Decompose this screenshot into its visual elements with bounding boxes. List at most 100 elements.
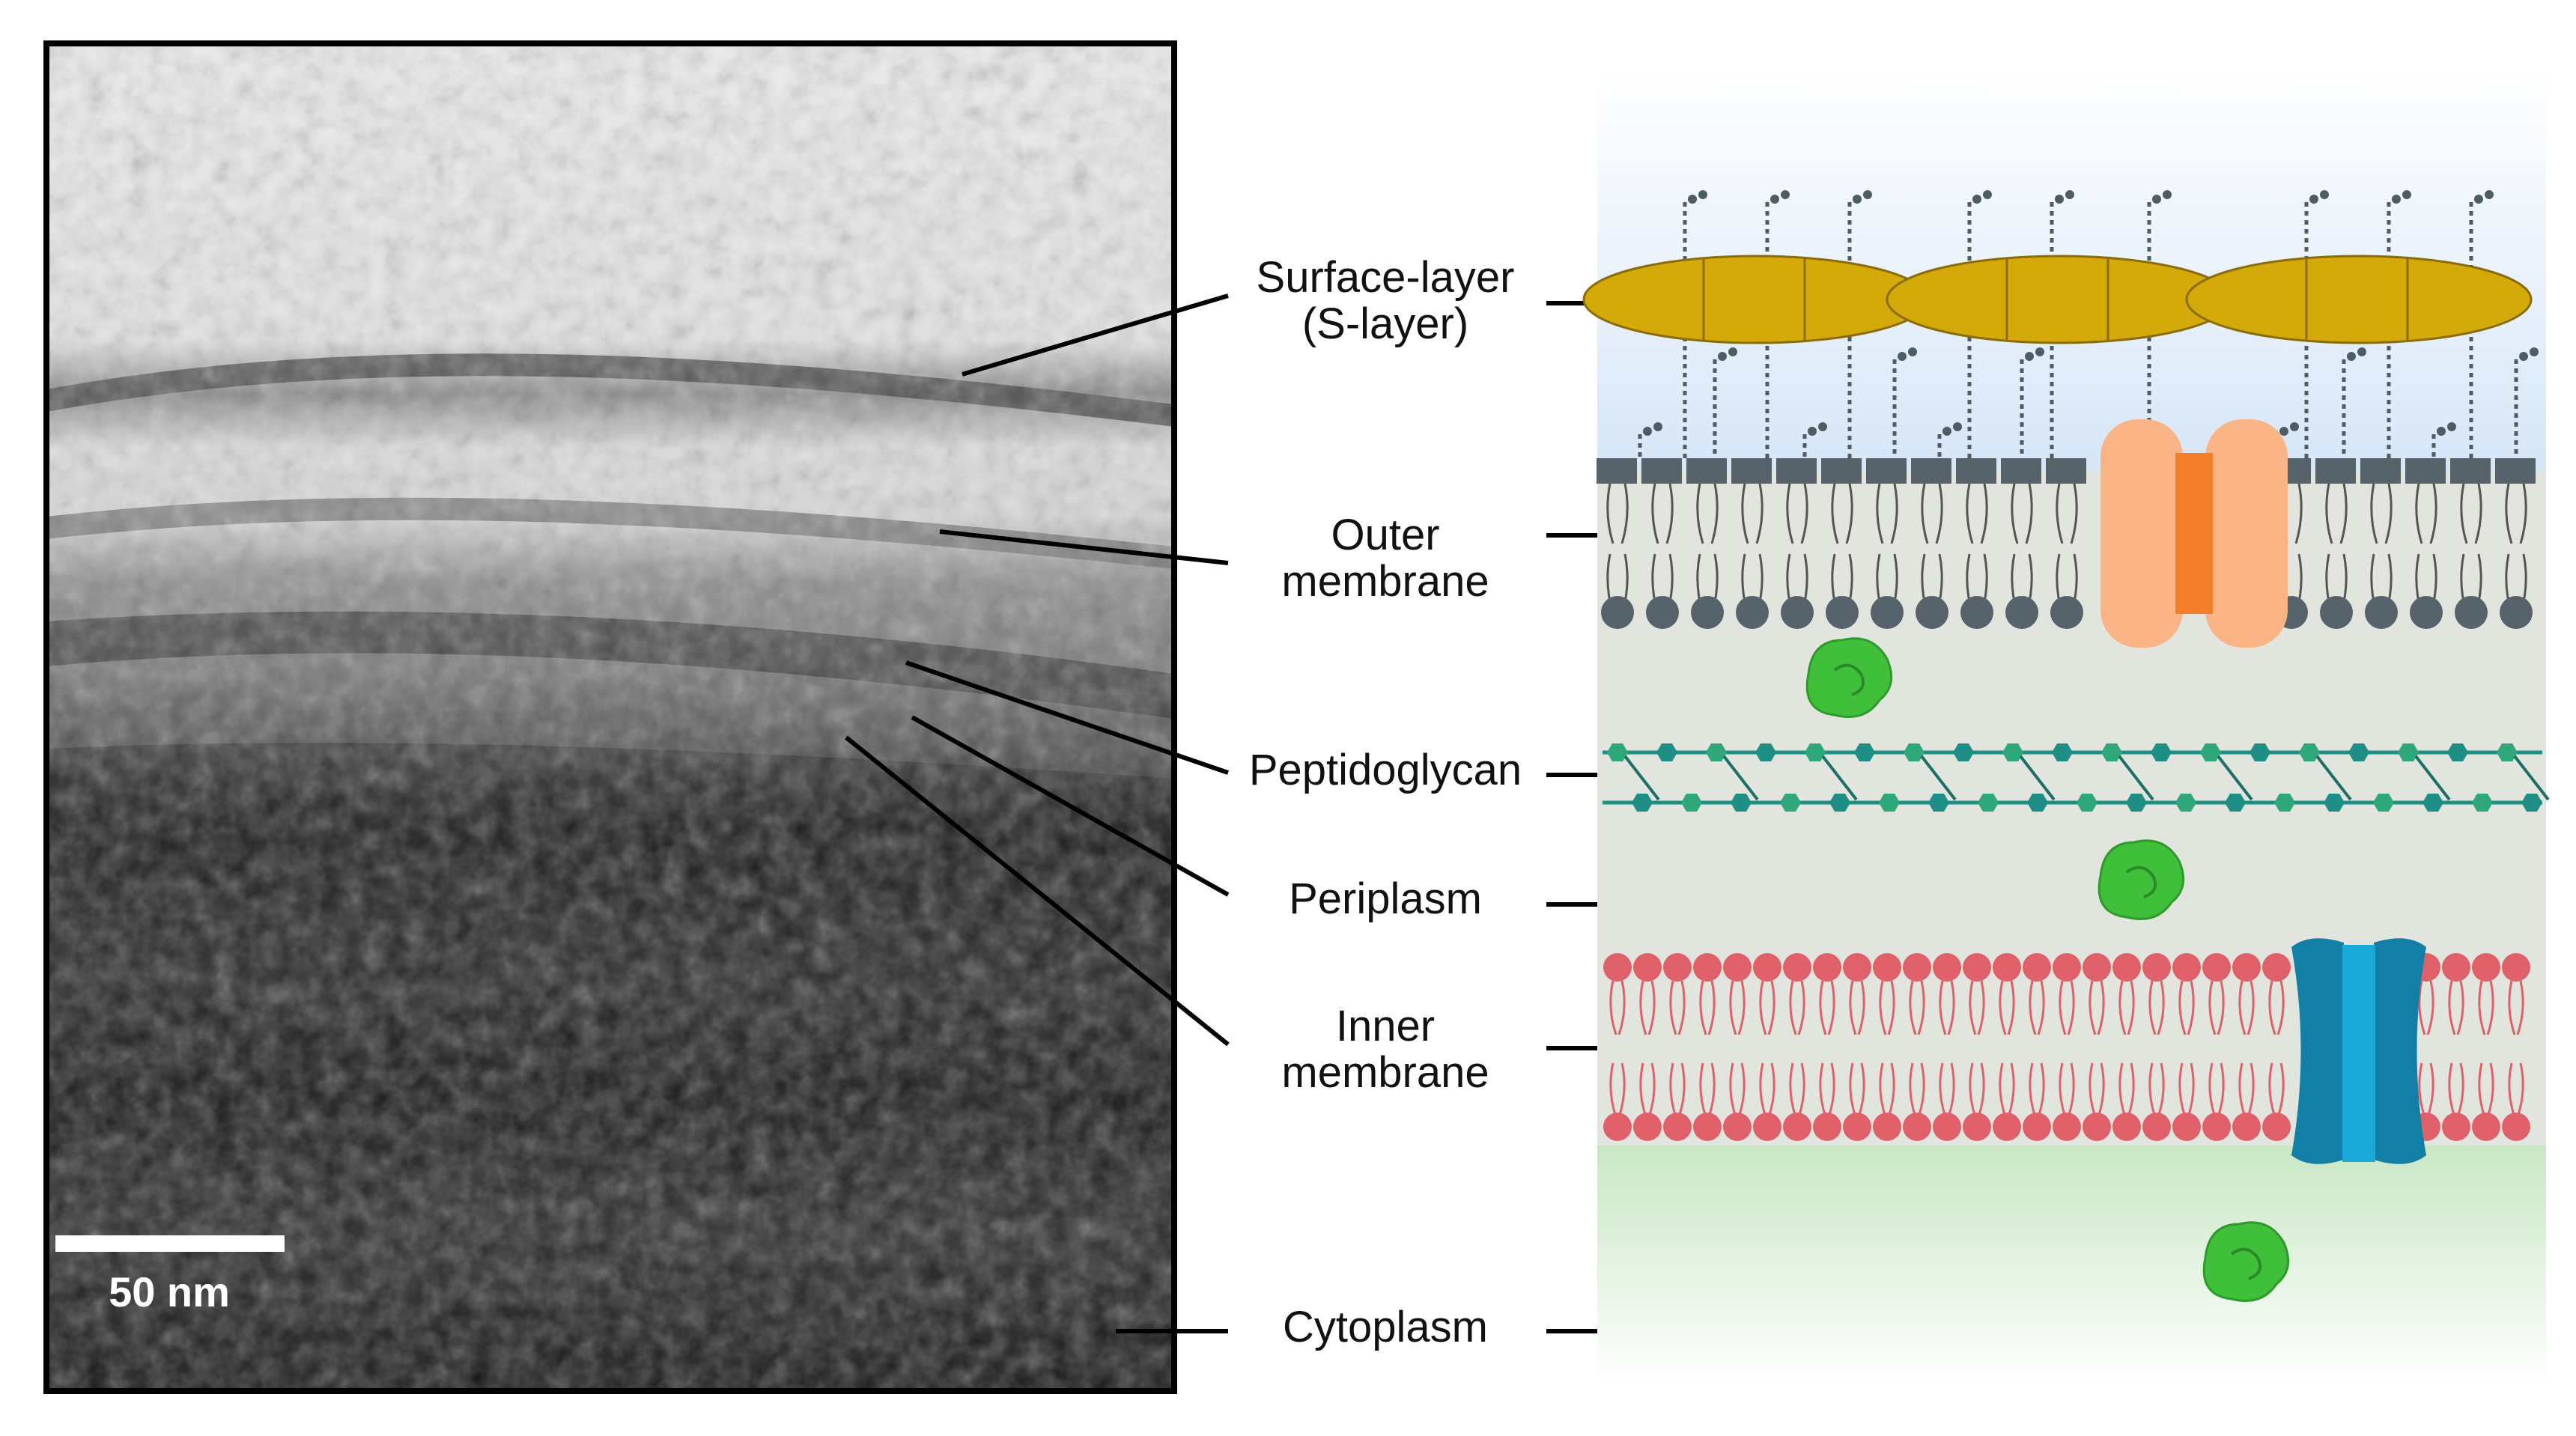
leader-outer-membrane-micrograph bbox=[939, 529, 1229, 565]
im-tail bbox=[2148, 980, 2165, 1035]
glycan-sugar bbox=[1731, 794, 1752, 812]
peptide-crosslink bbox=[1920, 755, 1957, 801]
glycan-sugar bbox=[1854, 743, 1875, 761]
im-tail bbox=[1939, 1062, 1955, 1118]
im-tail bbox=[2238, 980, 2255, 1035]
om-outer-headgroup bbox=[2001, 458, 2041, 484]
im-tail bbox=[2478, 1062, 2494, 1118]
glycan-sugar bbox=[2324, 794, 2345, 812]
im-inner-headgroup bbox=[2202, 1113, 2231, 1141]
im-inner-headgroup bbox=[2053, 1113, 2081, 1141]
im-inner-headgroup bbox=[1873, 1113, 1901, 1141]
glycan-sugar bbox=[1978, 794, 1999, 812]
peptide-crosslink bbox=[2513, 755, 2550, 801]
om-outer-headgroup bbox=[1911, 458, 1951, 484]
im-inner-headgroup bbox=[2172, 1113, 2201, 1141]
glycan-sugar bbox=[2299, 743, 2320, 761]
channel-right-subunit bbox=[2374, 938, 2426, 1164]
im-outer-headgroup bbox=[1843, 953, 1871, 982]
im-inner-headgroup bbox=[1903, 1113, 1931, 1141]
lps-sugar bbox=[1698, 190, 1707, 199]
lps-sugar bbox=[1770, 195, 1779, 204]
porin-left-barrel bbox=[2100, 419, 2183, 648]
inner-membrane-bilayer bbox=[1603, 953, 2530, 1141]
peptide-crosslink bbox=[1722, 755, 1759, 801]
im-tail bbox=[1939, 980, 1955, 1035]
im-tail bbox=[1849, 1062, 1865, 1118]
im-inner-headgroup bbox=[2472, 1113, 2500, 1141]
glycan-sugar bbox=[2175, 794, 2196, 812]
om-tail bbox=[2460, 483, 2482, 544]
im-tail bbox=[2118, 1062, 2135, 1118]
lps-sugar bbox=[1863, 190, 1872, 199]
inner-membrane-channel bbox=[2291, 938, 2426, 1164]
glycan-sugar bbox=[2373, 794, 2394, 812]
om-outer-headgroup bbox=[2495, 458, 2536, 484]
lps-sugar bbox=[2309, 195, 2318, 204]
om-tail bbox=[2325, 483, 2348, 544]
im-tail bbox=[2508, 980, 2524, 1035]
im-tail bbox=[1969, 980, 1985, 1035]
glycan-sugar bbox=[2497, 743, 2518, 761]
om-inner-headgroup bbox=[1781, 596, 1814, 629]
im-tail bbox=[2448, 980, 2464, 1035]
om-tail bbox=[1606, 483, 1629, 544]
im-tail bbox=[2508, 1062, 2524, 1118]
im-outer-headgroup bbox=[1633, 953, 1662, 982]
om-tail bbox=[2415, 483, 2437, 544]
im-outer-headgroup bbox=[2053, 953, 2081, 982]
im-tail bbox=[2059, 980, 2075, 1035]
om-outer-headgroup bbox=[2450, 458, 2491, 484]
lps-sugar bbox=[1972, 195, 1981, 204]
im-tail bbox=[1609, 980, 1626, 1035]
peptide-crosslink bbox=[2019, 755, 2056, 801]
om-outer-headgroup bbox=[2046, 458, 2086, 484]
im-tail bbox=[2208, 980, 2225, 1035]
im-inner-headgroup bbox=[1783, 1113, 1811, 1141]
im-inner-headgroup bbox=[2232, 1113, 2261, 1141]
im-tail bbox=[1789, 980, 1805, 1035]
im-outer-headgroup bbox=[2142, 953, 2171, 982]
glycan-sugar bbox=[1904, 743, 1925, 761]
im-tail bbox=[1759, 1062, 1775, 1118]
om-outer-headgroup bbox=[2405, 458, 2446, 484]
outer-membrane-porin bbox=[2100, 419, 2288, 648]
glycan-sugar bbox=[2200, 743, 2221, 761]
lps-sugar bbox=[2357, 347, 2366, 356]
glycan-sugar bbox=[2027, 794, 2048, 812]
glycan-sugar bbox=[1879, 794, 1900, 812]
glycan-sugar bbox=[2521, 794, 2542, 812]
im-tail bbox=[1819, 1062, 1835, 1118]
im-outer-headgroup bbox=[1963, 953, 1991, 982]
lps-sugar bbox=[1898, 352, 1907, 361]
peptide-crosslink bbox=[2315, 755, 2352, 801]
glycan-sugar bbox=[2348, 743, 2369, 761]
im-inner-headgroup bbox=[2023, 1113, 2051, 1141]
im-inner-headgroup bbox=[1663, 1113, 1692, 1141]
im-outer-headgroup bbox=[1783, 953, 1811, 982]
om-tail bbox=[1651, 483, 1674, 544]
im-outer-headgroup bbox=[2172, 953, 2201, 982]
om-outer-headgroup bbox=[1686, 458, 1727, 484]
lps-sugar bbox=[2447, 422, 2456, 431]
glycan-sugar bbox=[2274, 794, 2295, 812]
im-inner-headgroup bbox=[2442, 1113, 2470, 1141]
im-tail bbox=[1639, 980, 1656, 1035]
lps-sugar bbox=[1781, 190, 1790, 199]
leader-inner-membrane-micrograph bbox=[845, 735, 1230, 1047]
im-outer-headgroup bbox=[2262, 953, 2291, 982]
peptide-crosslink bbox=[1623, 755, 1660, 801]
im-tail bbox=[2418, 1062, 2434, 1118]
protein-fold bbox=[1833, 663, 1865, 696]
im-tail bbox=[2148, 1062, 2165, 1118]
im-outer-headgroup bbox=[1723, 953, 1752, 982]
label-s-layer: Surface-layer(S-layer) bbox=[1256, 253, 1515, 348]
cytoplasm-region bbox=[1597, 1146, 2546, 1385]
im-tail bbox=[2208, 1062, 2225, 1118]
im-tail bbox=[2448, 1062, 2464, 1118]
peptide-crosslink bbox=[2118, 755, 2154, 801]
im-inner-headgroup bbox=[2083, 1113, 2111, 1141]
